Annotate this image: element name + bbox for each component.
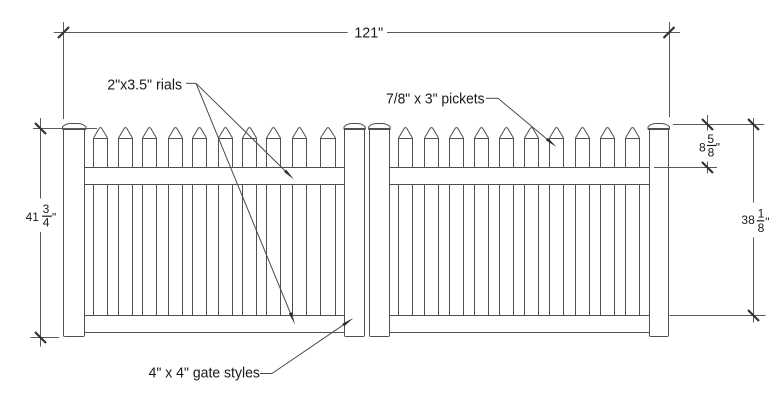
- svg-text:": ": [52, 211, 56, 225]
- svg-text:": ": [716, 141, 720, 155]
- svg-text:3: 3: [43, 202, 50, 216]
- svg-text:4" x 4" gate styles: 4" x 4" gate styles: [149, 365, 260, 382]
- svg-text:": ": [765, 215, 769, 229]
- svg-text:4: 4: [43, 215, 50, 229]
- svg-text:1: 1: [758, 207, 765, 221]
- svg-text:5: 5: [707, 132, 714, 146]
- svg-text:8: 8: [758, 221, 765, 235]
- svg-text:7/8" x 3" pickets: 7/8" x 3" pickets: [386, 91, 485, 108]
- svg-text:41: 41: [26, 210, 40, 224]
- svg-text:38: 38: [741, 213, 755, 227]
- svg-text:121": 121": [354, 25, 383, 42]
- svg-text:2"x3.5" rials: 2"x3.5" rials: [107, 76, 182, 93]
- svg-text:8: 8: [708, 145, 715, 159]
- svg-text:8: 8: [699, 141, 706, 155]
